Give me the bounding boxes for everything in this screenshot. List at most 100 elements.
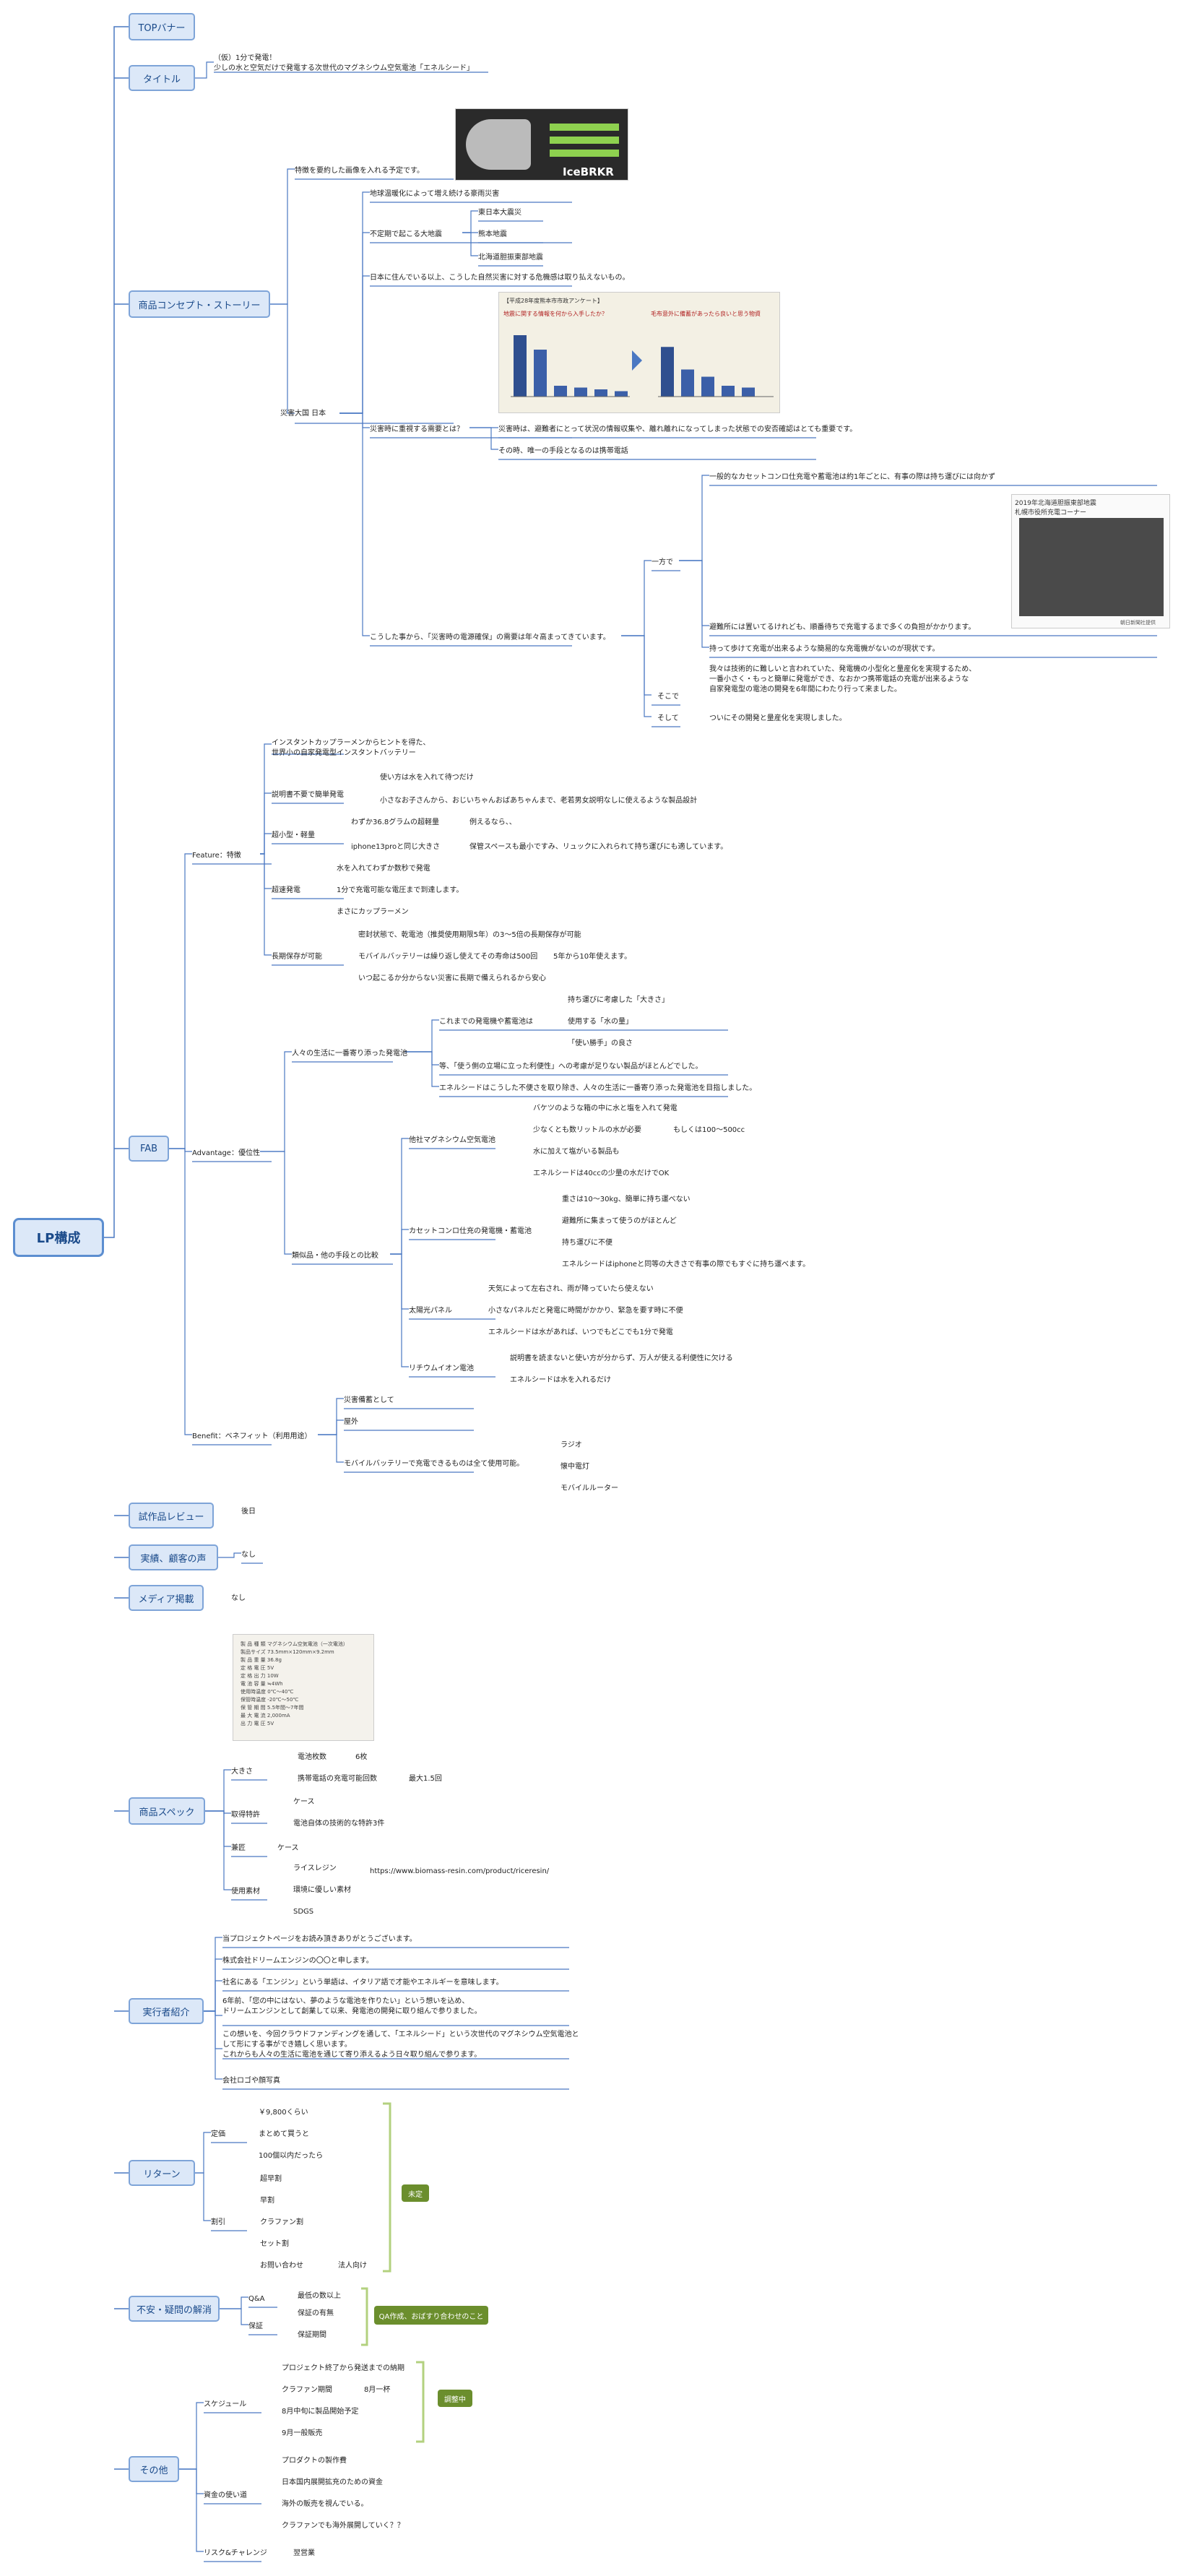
connector bbox=[361, 2287, 368, 2346]
material-url[interactable]: https://www.biomass-resin.com/product/ri… bbox=[370, 1867, 550, 1875]
mg-2: 少なくとも数リットルの水が必要 bbox=[533, 1126, 641, 1134]
eq-item: 東日本大震災 bbox=[478, 209, 521, 217]
survey-bar bbox=[701, 376, 714, 397]
funds-item: 海外の販売を視んでいる。 bbox=[282, 2500, 368, 2508]
finally-note: ついにその開発と量産化を実現しました。 bbox=[709, 714, 847, 722]
super-fast: 超速発電 bbox=[272, 886, 300, 894]
mg-4: エネルシードは40ccの少量の水だけでOK bbox=[533, 1170, 670, 1177]
cassette-2: 避難所に集まって使うのがほとんど bbox=[562, 1217, 677, 1225]
survey-bar bbox=[534, 350, 547, 397]
section-top-banner[interactable]: TOPバナー bbox=[129, 13, 195, 40]
compact-2b: 保管スペースも最小ですみ、リュックに入れられて持ち運びにも適しています。 bbox=[469, 843, 728, 851]
funds-item: 日本国内展開拡充のための資金 bbox=[282, 2478, 383, 2486]
schedule-3: 8月中旬に製品開始予定 bbox=[282, 2408, 359, 2416]
photo-caption: 2019年北海道胆振東部地震 札幌市役所充電コーナー bbox=[1015, 500, 1096, 517]
survey-q1: 地震に関する情報を何から入手したか？ bbox=[503, 311, 607, 317]
executor-2: 株式会社ドリームエンジンの〇〇と申します。 bbox=[222, 1957, 373, 1965]
feature-image: IceBRKR 2.0 bbox=[455, 108, 628, 181]
executor-6: 会社ロゴや顔写真 bbox=[222, 2077, 280, 2085]
executor-4: 6年前、「您の中にはない、夢のような電池を作りたい」という想いを込め、 ドリーム… bbox=[222, 1997, 482, 2015]
schedule-node: スケジュール bbox=[204, 2400, 247, 2408]
qa-tag: QA作成、おばすり合わせのこと bbox=[374, 2306, 488, 2325]
executor-1: 当プロジェクトページをお読み頂きありがとうございます。 bbox=[222, 1935, 417, 1943]
section-media[interactable]: メディア掲載 bbox=[129, 1585, 204, 1611]
funds-item: プロダクトの製作費 bbox=[282, 2457, 347, 2465]
survey-chart-2 bbox=[658, 347, 774, 397]
climate-note: 地球温暖化によって増え続ける豪雨災害 bbox=[370, 190, 500, 198]
survey-bar bbox=[554, 386, 567, 397]
cassette-4: エネルシードはiphoneと同等の大きさで有事の際でもすぐに持ち運べます。 bbox=[562, 1261, 810, 1268]
discount-item: クラファン割 bbox=[260, 2218, 303, 2226]
solar-node: 太陽光パネル bbox=[409, 1307, 452, 1315]
closest-2: 等、「使う側の立場に立った利便性」への考慮が足りない製品がほとんどでした。 bbox=[439, 1063, 703, 1071]
discount: 割引 bbox=[211, 2218, 225, 2226]
unit-price: 定価 bbox=[211, 2130, 225, 2138]
survey-title: 【平成28年度熊本市市政アンケート】 bbox=[503, 298, 603, 304]
solar-1: 天気によって左右され、雨が降っていたら使えない bbox=[488, 1285, 654, 1293]
schedule-tag: 調整中 bbox=[438, 2390, 472, 2407]
cassette-3: 持ち運びに不便 bbox=[562, 1239, 613, 1247]
section-anxiety[interactable]: 不安・疑問の解消 bbox=[129, 2296, 220, 2322]
title-text: （仮）1分で発電！ 少しの水と空気だけで発電する次世代のマグネシウム空気電池「エ… bbox=[214, 54, 474, 72]
survey-bar bbox=[722, 386, 735, 397]
phone-charge-value: 最大1.5回 bbox=[409, 1775, 442, 1783]
spec-row: 製 品 種 類 マグネシウム空気電池（一次電池） bbox=[241, 1641, 348, 1647]
section-fab[interactable]: FAB bbox=[129, 1136, 169, 1162]
section-title[interactable]: タイトル bbox=[129, 65, 195, 91]
section-results[interactable]: 実績、顧客の声 bbox=[129, 1544, 218, 1570]
survey-bar bbox=[514, 335, 527, 397]
solar-2: 小さなパネルだと発電に時間がかかり、緊急を要す時に不便 bbox=[488, 1307, 683, 1315]
store-3: いつ起こるか分からない災害に長期で備えられるから安心 bbox=[358, 974, 546, 982]
benefit-2: 屋外 bbox=[344, 1418, 358, 1426]
compact-1: わずか36.8グラムの超軽量 bbox=[351, 818, 439, 826]
and-node: そして bbox=[657, 714, 679, 722]
on-the-other-hand: 一方で bbox=[652, 558, 673, 566]
solar-3: エネルシードは水があれば、いつでもどこでも1分で発電 bbox=[488, 1328, 673, 1336]
fast-2: 1分で充電可能な電圧まで到達します。 bbox=[337, 886, 464, 894]
spec-row: 保管時温度 -20℃〜50℃ bbox=[241, 1697, 299, 1703]
need-1: 災害時は、避難者にとって状況の情報収集や、離れ離れになってしまった状態での安否確… bbox=[498, 425, 857, 433]
executor-3: 社名にある「エンジン」という単語は、イタリア語で才能やエネルギーを意味します。 bbox=[222, 1979, 503, 1987]
closest-1: これまでの発電機や蓄電池は bbox=[439, 1018, 533, 1026]
closest-1-item: 「使い勝手」の良さ bbox=[568, 1040, 633, 1047]
qa-node: Q&A bbox=[248, 2295, 265, 2303]
guarantee-node: 保証 bbox=[248, 2322, 263, 2330]
cassette-node: カセットコンロ仕充の発電機・蓄電池 bbox=[409, 1227, 532, 1235]
connector bbox=[179, 2468, 261, 2562]
benefit-1: 災害備蓄として bbox=[344, 1396, 394, 1404]
spec-table-image: 製 品 種 類 マグネシウム空気電池（一次電池）製品サイズ 73.5mm×120… bbox=[233, 1634, 374, 1741]
section-concept[interactable]: 商品コンセプト・ストーリー bbox=[129, 290, 270, 318]
lithium-2: エネルシードは水を入れるだけ bbox=[510, 1376, 611, 1384]
survey-bar bbox=[742, 387, 755, 397]
connector bbox=[404, 1051, 728, 1097]
section-review[interactable]: 試作品レビュー bbox=[129, 1503, 214, 1529]
section-spec[interactable]: 商品スペック bbox=[129, 1797, 205, 1825]
survey-chart-1 bbox=[511, 335, 630, 397]
connector bbox=[318, 1419, 474, 1435]
store-2: モバイルバッテリーは繰り返し使えてその寿命は500回 bbox=[358, 953, 538, 961]
benefit-3-item: ラジオ bbox=[560, 1441, 582, 1449]
spec-row: 電 池 容 量 ≒4Wh bbox=[241, 1681, 283, 1687]
battery-count: 電池枚数 bbox=[298, 1753, 326, 1761]
color-value: ケース bbox=[277, 1844, 299, 1852]
instant-note: インスタントカップラーメンからヒントを得た、 世界小の自家発電型インスタントバッ… bbox=[272, 739, 430, 757]
connector bbox=[621, 635, 680, 727]
connector bbox=[383, 2102, 391, 2273]
section-returns[interactable]: リターン bbox=[129, 2160, 195, 2186]
review-text: 後日 bbox=[241, 1508, 256, 1516]
spec-row: 最 大 電 流 2,000mA bbox=[241, 1713, 290, 1719]
arrow-right-icon bbox=[632, 350, 642, 371]
connector bbox=[204, 2010, 569, 2090]
connector bbox=[318, 1398, 474, 1435]
cassette-1: 重さは10〜30kg、簡単に持ち運べない bbox=[562, 1196, 691, 1203]
no-manual-1: 使い方は水を入れて待つだけ bbox=[380, 774, 474, 782]
benefit-3-item: モバイルルーター bbox=[560, 1484, 618, 1492]
section-executor[interactable]: 実行者紹介 bbox=[129, 1998, 204, 2024]
root-node[interactable]: LP構成 bbox=[13, 1218, 104, 1257]
section-others[interactable]: その他 bbox=[129, 2456, 179, 2482]
connector bbox=[220, 2308, 277, 2335]
funds-node: 資金の使い道 bbox=[204, 2491, 247, 2499]
results-text: なし bbox=[241, 1551, 256, 1559]
survey-q2: 毛布意外に備蓄があったら良いと思う物資 bbox=[651, 311, 761, 317]
media-text: なし bbox=[231, 1594, 246, 1602]
